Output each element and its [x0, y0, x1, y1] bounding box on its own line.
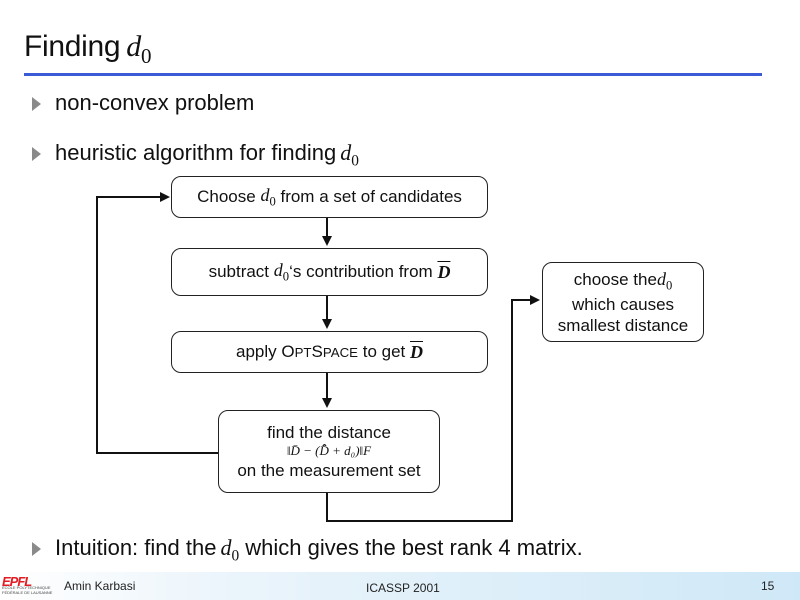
slide-footer: EPFL ÉCOLE POLYTECHNIQUE FÉDÉRALE DE LAU…	[0, 572, 800, 600]
box1-variable: d0	[260, 184, 275, 210]
flow-box-find-distance: find the distance ‖D̄ − (D̂̄ + d₀)‖F on …	[218, 410, 440, 493]
bullet-triangle-icon	[32, 147, 41, 161]
arrow-loop-back-to-choose	[96, 192, 218, 454]
title-rule	[24, 73, 762, 76]
bullet-1: non-convex problem	[32, 90, 254, 116]
box4-line3: on the measurement set	[237, 460, 421, 480]
flow-box-apply-optspace: apply OPTSPACE to get D	[171, 331, 488, 373]
epfl-logo-mark: EPFL	[2, 574, 32, 589]
box2-text-after: ‘s contribution from	[289, 262, 433, 282]
distance-formula: ‖D̄ − (D̂̄ + d₀)‖F	[286, 443, 372, 459]
title-var: d	[126, 30, 141, 63]
box1-var: d	[260, 184, 270, 205]
bullet-3-var: d	[220, 535, 232, 560]
box5-line2: which causes	[571, 294, 675, 314]
bullet-3-text-after: which gives the best rank 4 matrix.	[245, 535, 583, 560]
footer-page-number: 15	[761, 579, 775, 593]
bullet-2-var: d	[340, 140, 352, 165]
bullet-triangle-icon	[32, 542, 41, 556]
box5-var: d	[656, 268, 666, 289]
box5-line1: choose the	[573, 269, 657, 289]
title-var-sub: 0	[141, 44, 152, 68]
flow-box-choose-candidates: Choose d0 from a set of candidates	[171, 176, 488, 218]
box1-text-before: Choose	[197, 187, 256, 207]
optspace-o: O	[281, 342, 295, 362]
box3-text-after: to get	[362, 342, 406, 362]
slide-title-text: Finding	[24, 30, 121, 63]
footer-author: Amin Karbasi	[64, 579, 136, 593]
bullet-2-var-sub: 0	[351, 152, 359, 170]
arrow-distance-to-choose-d0	[326, 295, 540, 522]
bullet-2-variable: d0	[340, 140, 359, 169]
footer-conference: ICASSP 2001	[366, 581, 440, 595]
box5-line3: smallest distance	[557, 316, 689, 336]
optspace-name: OPTSPACE	[281, 341, 358, 362]
bullet-3-var-sub: 0	[231, 547, 240, 565]
optspace-s: S	[311, 342, 323, 362]
bullet-3-text-before: Intuition: find the	[55, 535, 217, 560]
box5-var-sub: 0	[665, 278, 673, 293]
bullet-3-variable: d0	[220, 535, 239, 564]
bullet-1-text: non-convex problem	[55, 90, 255, 115]
bullet-2-text: heuristic algorithm for finding	[55, 140, 337, 165]
box3-text-before: apply	[235, 342, 277, 362]
box2-text-before: subtract	[208, 262, 270, 282]
matrix-d-bar: D	[437, 261, 451, 282]
box4-line1: find the distance	[267, 423, 391, 443]
box2-var: d	[273, 259, 283, 280]
optspace-pt: PT	[294, 345, 312, 361]
box1-text-after: from a set of candidates	[280, 187, 462, 207]
box2-var-sub: 0	[282, 269, 290, 284]
flow-box-subtract-contribution: subtract d0‘s contribution from D	[171, 248, 488, 296]
epfl-logo: EPFL ÉCOLE POLYTECHNIQUE FÉDÉRALE DE LAU…	[2, 574, 58, 598]
matrix-d-hat-bar: D	[410, 341, 423, 362]
box1-var-sub: 0	[269, 194, 276, 209]
slide-title: Finding d0	[24, 30, 152, 69]
flow-box-choose-best-d0: choose thed0 which causes smallest dista…	[542, 262, 704, 342]
epfl-logo-text: ÉCOLE POLYTECHNIQUE FÉDÉRALE DE LAUSANNE	[2, 585, 53, 595]
box5-variable: d0	[656, 268, 673, 293]
optspace-pace: PACE	[322, 345, 358, 361]
slide-title-variable: d0	[126, 30, 151, 69]
box2-variable: d0	[274, 259, 289, 285]
bullet-triangle-icon	[32, 97, 41, 111]
